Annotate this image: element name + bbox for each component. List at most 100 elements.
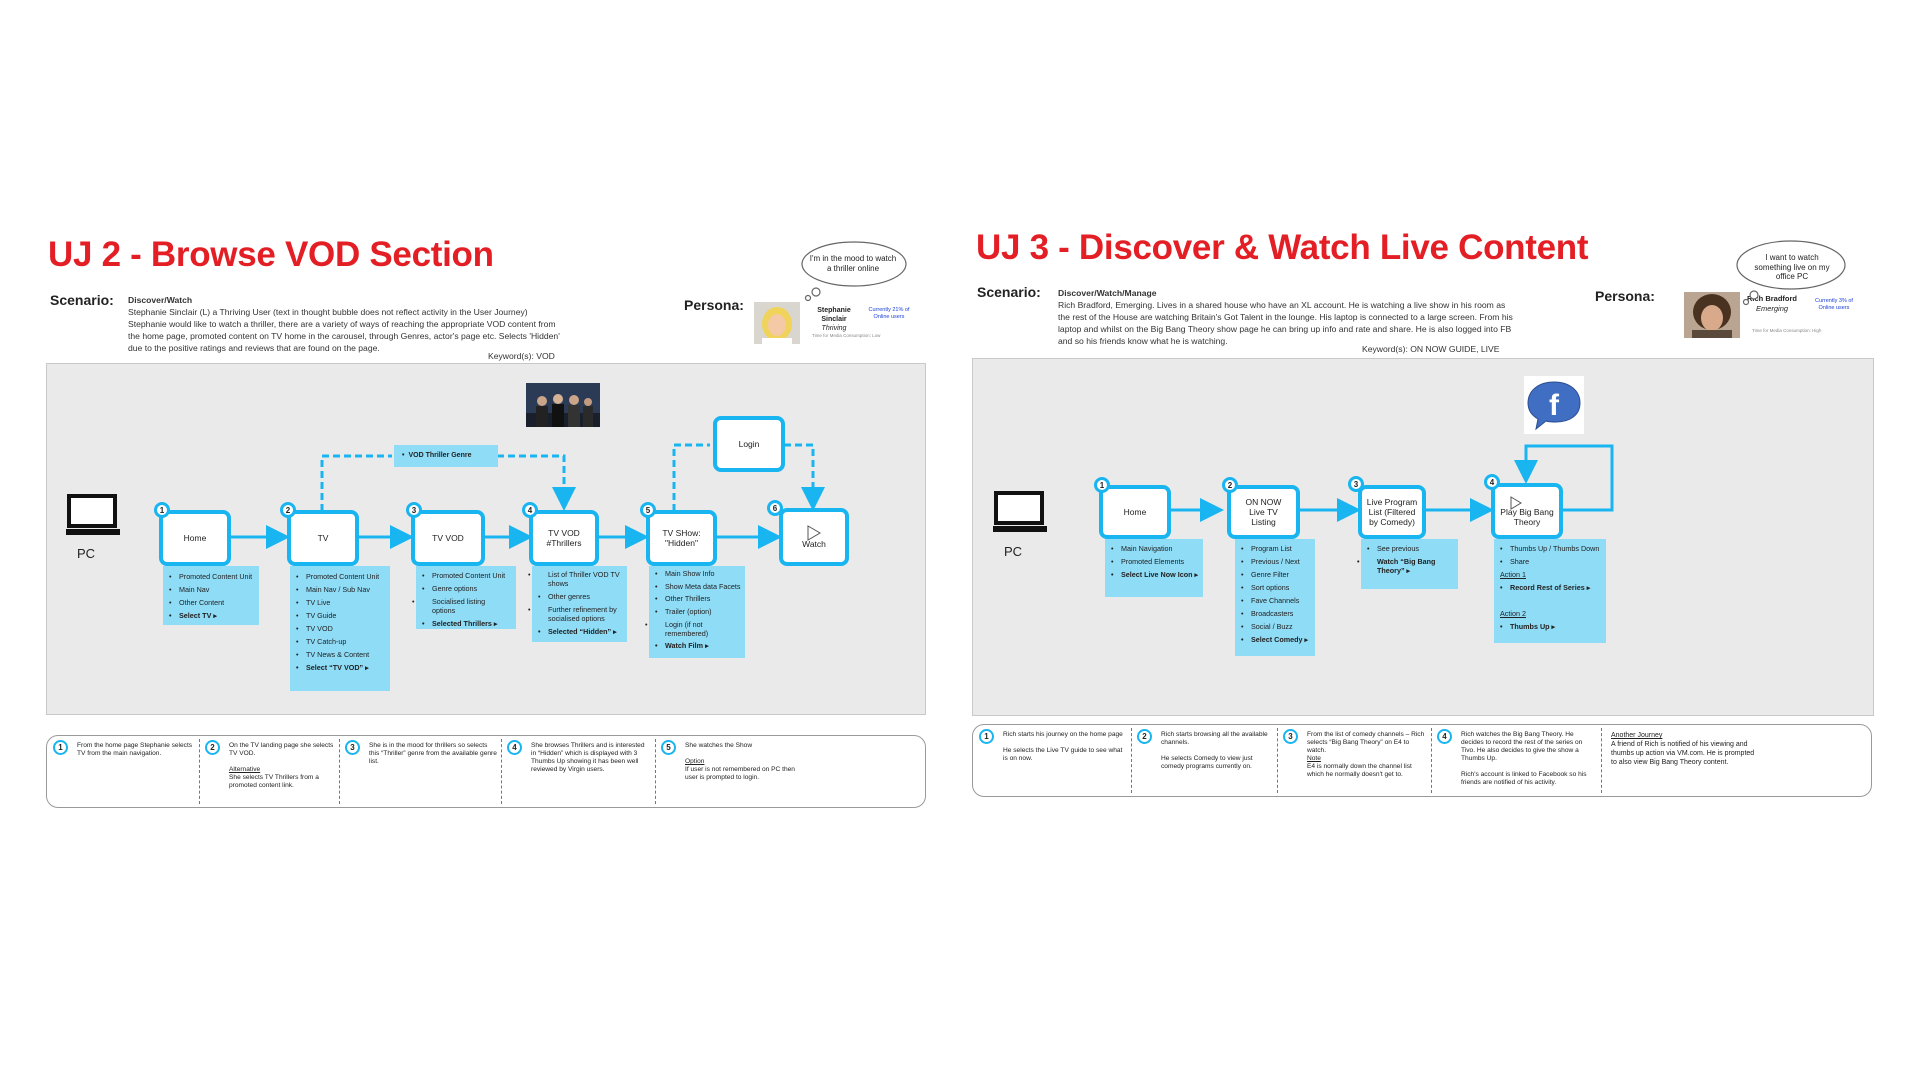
step-number: 4: [507, 740, 522, 755]
uj3-node-live-program-list-label: Live Program List (Filtered by Comedy): [1366, 497, 1418, 527]
list-item[interactable]: Select Live Now Icon ▸: [1111, 568, 1198, 581]
list-item: Social / Buzz: [1241, 620, 1309, 633]
uj3-persona-label: Persona:: [1595, 288, 1655, 304]
uj2-node-tv[interactable]: TV: [287, 510, 359, 566]
step-text: Rich starts browsing all the available c…: [1161, 731, 1268, 746]
uj3-node-home[interactable]: Home: [1099, 485, 1171, 539]
list-item: Login (if not remembered): [655, 620, 725, 638]
uj3-list-live-program: See previous Watch “Big Bang Theory” ▸: [1361, 539, 1458, 589]
list-item[interactable]: Select Comedy ▸: [1241, 633, 1309, 646]
step-text: On the TV landing page she selects TV VO…: [229, 742, 334, 757]
list-item[interactable]: Watch “Big Bang Theory” ▸: [1367, 557, 1453, 575]
uj2-node-1-number: 1: [154, 502, 170, 518]
step-number: 1: [53, 740, 68, 755]
uj3-node-3-number: 3: [1348, 476, 1364, 492]
uj2-node-2-number: 2: [280, 502, 296, 518]
uj3-thought: I want to watch something live on my off…: [1754, 253, 1830, 281]
uj2-persona-type: Thriving: [821, 325, 847, 332]
uj3-persona-name: Rich Bradford: [1746, 294, 1797, 303]
list-item: List of Thriller VOD TV shows: [538, 570, 626, 588]
step-number: 2: [205, 740, 220, 755]
uj3-persona-stat: Currently 3% of Online users: [1815, 298, 1853, 311]
uj2-node-tv-vod-thrillers[interactable]: TV VOD #Thrillers: [529, 510, 599, 566]
uj3-node-1-number: 1: [1094, 477, 1110, 493]
list-item: Action 1: [1500, 570, 1526, 579]
uj2-persona-time: Time for Media Consumption: Low: [812, 333, 881, 338]
list-item[interactable]: Watch Film ▸: [655, 640, 739, 653]
uj3-node-live-program-list[interactable]: Live Program List (Filtered by Comedy): [1358, 485, 1426, 539]
uj2-node-home[interactable]: Home: [159, 510, 231, 566]
list-item: Thumbs Up / Thumbs Down: [1500, 542, 1600, 555]
list-item: Main Nav / Sub Nav: [296, 583, 384, 596]
step-text: From the list of comedy channels – Rich …: [1307, 731, 1425, 754]
uj2-node-tv-vod[interactable]: TV VOD: [411, 510, 485, 566]
list-item: Sort options: [1241, 581, 1309, 594]
uj3-node-4-number: 4: [1484, 474, 1500, 490]
uj2-node-vod-thriller-genre-label: VOD Thriller Genre: [408, 452, 472, 459]
uj2-node-tv-show-hidden-label: TV SHow: "Hidden": [662, 528, 701, 548]
list-item: Further refinement by socialised options: [538, 605, 626, 623]
list-item[interactable]: Selected “Hidden” ▸: [538, 625, 621, 638]
uj2-persona-info: Stephanie Sinclair Thriving: [804, 306, 864, 333]
uj3-node-play[interactable]: Play Big Bang Theory: [1491, 483, 1563, 539]
uj2-scenario-text: Stephanie Sinclair (L) a Thriving User (…: [128, 307, 560, 353]
uj2-node-5-number: 5: [640, 502, 656, 518]
list-item: TV Guide: [296, 609, 384, 622]
list-item: Trailer (option): [655, 606, 739, 619]
list-item[interactable]: Selected Thrillers ▸: [422, 617, 510, 630]
uj2-steps-panel: 1 From the home page Stephanie selects T…: [46, 735, 926, 808]
list-item: Show Meta data Facets: [655, 581, 741, 594]
uj3-device-label: PC: [1004, 544, 1023, 559]
step-alt-text: E4 is normally down the channel list whi…: [1307, 763, 1412, 778]
uj2-node-home-label: Home: [183, 533, 207, 543]
uj3-thought-bubble: [1736, 240, 1846, 306]
uj2-node-4-number: 4: [522, 502, 538, 518]
list-item[interactable]: Select “TV VOD” ▸: [296, 661, 384, 674]
list-item[interactable]: Record Rest of Series ▸: [1500, 581, 1600, 594]
step-text-2: He selects Comedy to view just comedy pr…: [1161, 755, 1253, 770]
uj2-node-6-number: 6: [767, 500, 783, 516]
list-item: Broadcasters: [1241, 607, 1309, 620]
list-item: Genre Filter: [1241, 568, 1309, 581]
uj3-node-on-now[interactable]: ON NOW Live TV Listing: [1227, 485, 1300, 539]
uj2-title: UJ 2 - Browse VOD Section: [48, 235, 494, 274]
list-item: See previous: [1367, 542, 1452, 555]
uj3-keywords: Keyword(s): ON NOW GUIDE, LIVE: [1362, 344, 1500, 354]
step-number: 3: [345, 740, 360, 755]
uj2-keywords: Keyword(s): VOD: [488, 351, 555, 361]
uj2-node-watch-label: Watch: [802, 539, 826, 549]
list-item: Main Nav: [169, 583, 253, 596]
list-item: Other Thrillers: [655, 593, 739, 606]
step-number: 5: [661, 740, 676, 755]
uj2-device-label: PC: [77, 546, 96, 561]
step-text: She is in the mood for thrillers so sele…: [369, 742, 497, 765]
list-item: Promoted Content Unit: [296, 570, 384, 583]
list-item: TV News & Content: [296, 648, 384, 661]
uj3-node-2-number: 2: [1222, 477, 1238, 493]
list-item[interactable]: Select TV ▸: [169, 609, 253, 622]
list-item: TV Live: [296, 596, 384, 609]
uj3-node-on-now-label: ON NOW Live TV Listing: [1245, 497, 1282, 527]
uj2-persona-name: Stephanie Sinclair: [817, 307, 851, 323]
uj3-monitor-icon: [993, 491, 1047, 540]
uj3-list-on-now: Program List Previous / Next Genre Filte…: [1235, 539, 1315, 656]
uj2-node-login[interactable]: Login: [713, 416, 785, 472]
list-item: Genre options: [422, 582, 510, 595]
uj2-persona-stat: Currently 21% of Online users: [868, 307, 910, 320]
list-item: Previous / Next: [1241, 555, 1309, 568]
list-item[interactable]: Thumbs Up ▸: [1500, 620, 1600, 633]
uj2-node-tv-vod-thrillers-label: TV VOD #Thrillers: [546, 528, 582, 548]
uj2-node-tv-show-hidden[interactable]: TV SHow: "Hidden": [646, 510, 717, 566]
uj2-node-vod-thriller-genre[interactable]: •VOD Thriller Genre: [394, 445, 498, 467]
list-item: Other Content: [169, 596, 253, 609]
uj2-node-watch[interactable]: 6 Watch: [779, 508, 849, 566]
list-item: TV Catch-up: [296, 635, 384, 648]
step-number: 4: [1437, 729, 1452, 744]
step-number: 2: [1137, 729, 1152, 744]
list-item: Program List: [1241, 542, 1309, 555]
uj2-scenario-head: Discover/Watch: [128, 295, 193, 305]
uj3-node-home-label: Home: [1123, 507, 1147, 517]
list-item: Main Show Info: [655, 568, 739, 581]
uj3-scenario-head: Discover/Watch/Manage: [1058, 288, 1157, 298]
